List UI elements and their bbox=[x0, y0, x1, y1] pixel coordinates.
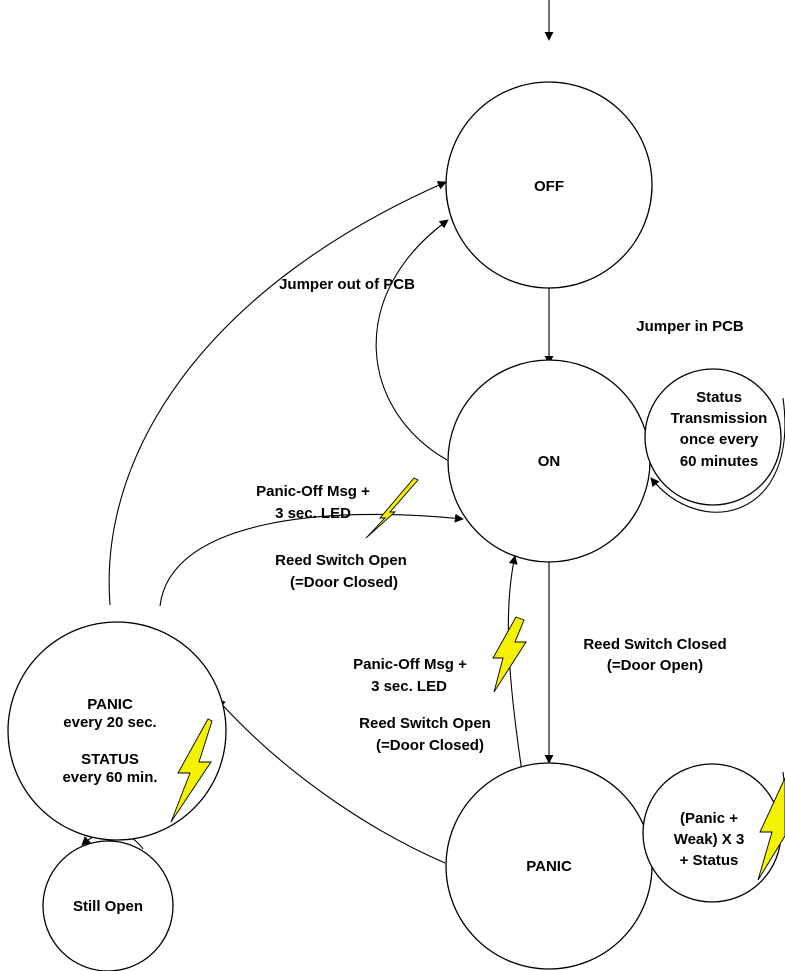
panic-off-a-line-3: Reed Switch Open bbox=[275, 552, 407, 569]
status-loop-line-1: Status bbox=[696, 389, 742, 406]
panic-off-b-line-1: Panic-Off Msg + bbox=[353, 656, 467, 673]
state-status-loop bbox=[644, 368, 782, 506]
panic-to-panic-periodic-edge bbox=[216, 698, 446, 864]
reed-closed-line-2: (=Door Open) bbox=[607, 657, 703, 674]
panic-off-b-line-4: (=Door Closed) bbox=[376, 737, 484, 754]
panic-off-a-line-1: Panic-Off Msg + bbox=[256, 483, 370, 500]
status-loop-line-3: once every bbox=[680, 431, 759, 448]
panic-off-b-line-3: Reed Switch Open bbox=[359, 715, 491, 732]
reed-closed-line-1: Reed Switch Closed bbox=[583, 636, 726, 653]
panic-loop-line-1: (Panic + bbox=[680, 810, 738, 827]
jumper-out-label: Jumper out of PCB bbox=[279, 276, 415, 293]
state-panic-label: PANIC bbox=[526, 858, 572, 875]
state-off-label: OFF bbox=[534, 178, 564, 195]
state-still-open bbox=[42, 840, 174, 971]
on-to-off-edge bbox=[375, 219, 449, 461]
lightning-bolt-icon bbox=[365, 477, 419, 539]
panic-periodic-line-1: PANIC bbox=[87, 696, 133, 713]
panic-loop-line-2: Weak) X 3 bbox=[674, 831, 745, 848]
jumper-in-label: Jumper in PCB bbox=[636, 318, 744, 335]
lightning-bolt-icon bbox=[757, 777, 785, 881]
lightning-bolt-icon bbox=[170, 718, 213, 823]
panic-periodic-to-on-edge bbox=[159, 513, 464, 607]
status-loop-line-4: 60 minutes bbox=[680, 453, 758, 470]
state-panic-periodic bbox=[7, 621, 227, 841]
status-loop-line-2: Transmission bbox=[671, 410, 768, 427]
panic-periodic-line-3: STATUS bbox=[81, 751, 139, 768]
state-on-label: ON bbox=[538, 453, 561, 470]
state-off bbox=[445, 81, 653, 289]
still-open-label: Still Open bbox=[73, 898, 143, 915]
panic-off-a-line-4: (=Door Closed) bbox=[290, 574, 398, 591]
panic-periodic-line-2: every 20 sec. bbox=[63, 714, 156, 731]
lightning-bolt-icon bbox=[492, 616, 527, 693]
on-loop-status-edge bbox=[650, 397, 785, 513]
panic-periodic-line-4: every 60 min. bbox=[62, 769, 157, 786]
panic-loop-line-3: + Status bbox=[680, 852, 739, 869]
panic-off-b-line-2: 3 sec. LED bbox=[371, 678, 447, 695]
panic-periodic-to-off-edge bbox=[108, 181, 447, 606]
panic-off-a-line-2: 3 sec. LED bbox=[275, 505, 351, 522]
